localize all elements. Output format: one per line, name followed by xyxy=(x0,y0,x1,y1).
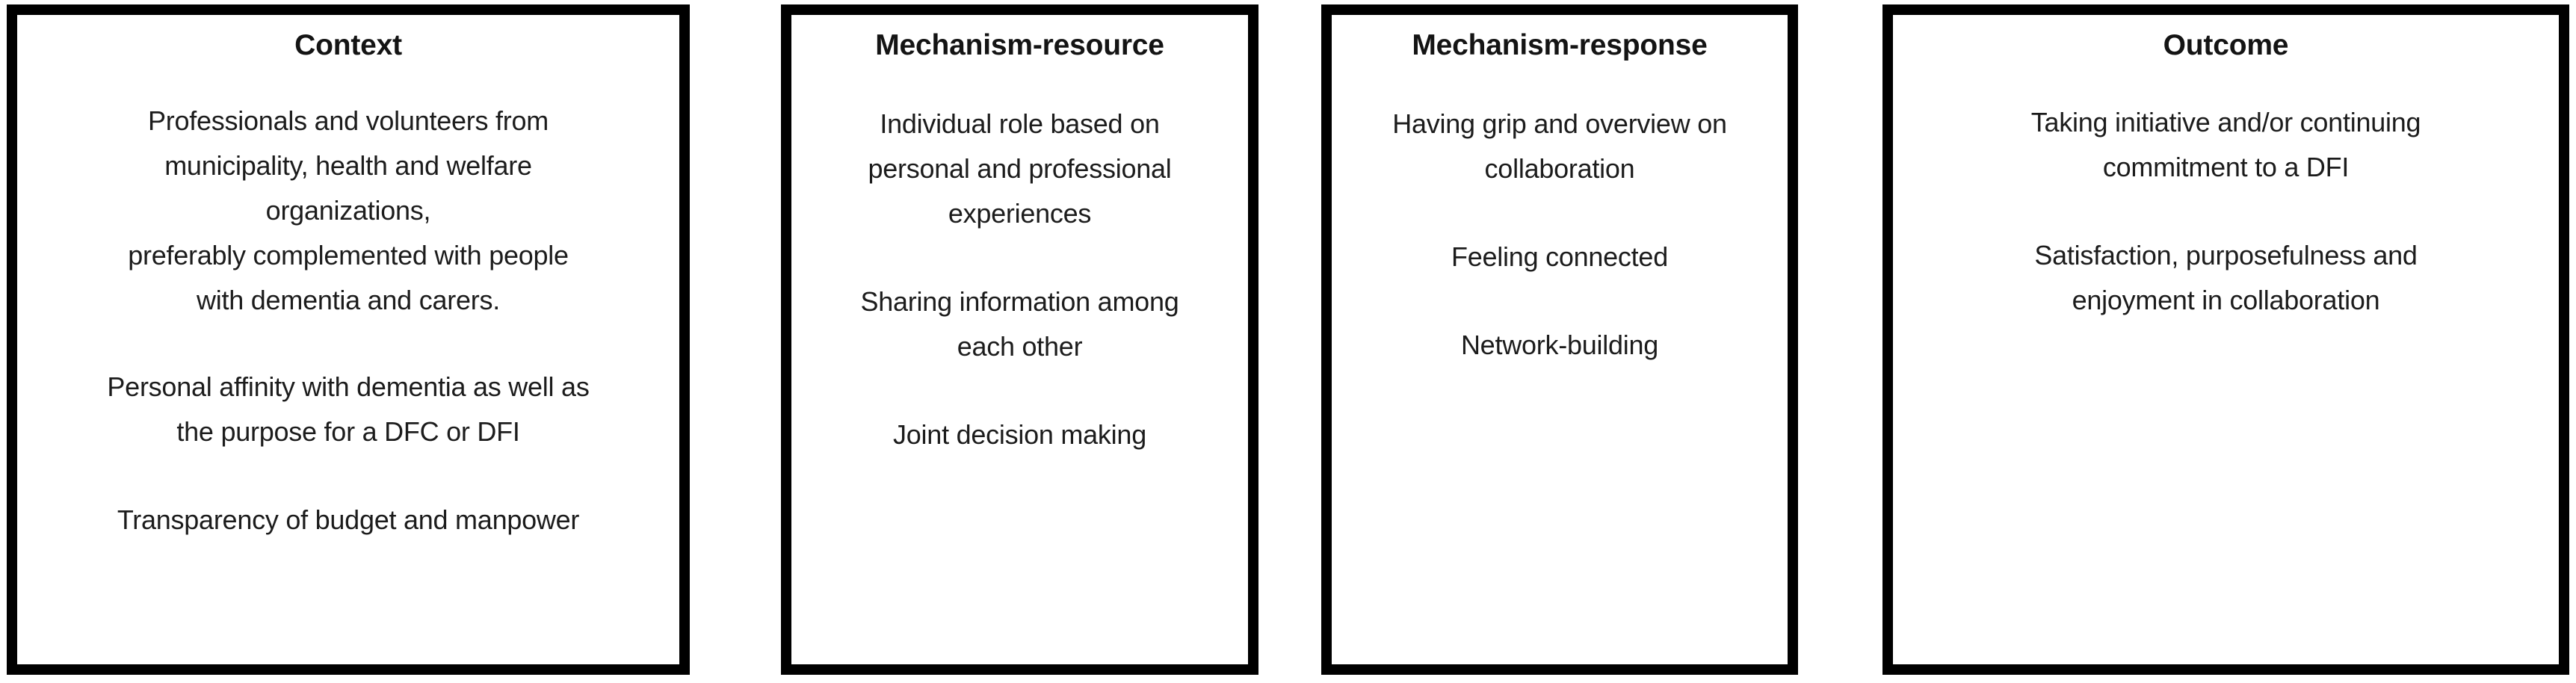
mechanism-resource-line-3-1: Joint decision making xyxy=(893,419,1146,451)
context-box-body: Professionals and volunteers from munici… xyxy=(37,99,660,543)
mechanism-resource-box-title: Mechanism-resource xyxy=(875,29,1164,61)
mechanism-response-line-1-2: collaboration xyxy=(1484,153,1635,185)
mechanism-response-line-2-1: Feeling connected xyxy=(1451,241,1668,273)
outcome-box-inner: Outcome Taking initiative and/or continu… xyxy=(1893,15,2559,664)
outcome-line-1-2: commitment to a DFI xyxy=(2102,152,2350,183)
mechanism-resource-line-2-2: each other xyxy=(957,331,1083,362)
mechanism-resource-box: Mechanism-resource Individual role based… xyxy=(781,4,1258,675)
mechanism-response-line-1-1: Having grip and overview on xyxy=(1392,108,1727,140)
mechanism-resource-line-1-3: experiences xyxy=(948,198,1092,229)
context-box: Context Professionals and volunteers fro… xyxy=(7,4,690,675)
context-line-1-5: with dementia and carers. xyxy=(197,285,500,316)
mechanism-resource-paragraph-2: Sharing information among each other xyxy=(832,279,1208,369)
mechanism-response-box: Mechanism-response Having grip and overv… xyxy=(1321,4,1798,675)
context-line-2-1: Personal affinity with dementia as well … xyxy=(107,371,590,403)
outcome-line-1-1: Taking initiative and/or continuing xyxy=(2030,107,2421,138)
outcome-box: Outcome Taking initiative and/or continu… xyxy=(1882,4,2569,675)
mechanism-response-paragraph-3: Network-building xyxy=(1368,323,1752,368)
mechanism-resource-line-1-2: personal and professional xyxy=(868,153,1172,185)
context-line-1-1: Professionals and volunteers from xyxy=(147,105,549,137)
context-paragraph-1: Professionals and volunteers from munici… xyxy=(72,99,624,323)
context-paragraph-3: Transparency of budget and manpower xyxy=(72,498,624,543)
outcome-paragraph-1: Taking initiative and/or continuing comm… xyxy=(1977,100,2475,190)
context-line-1-3: organizations, xyxy=(265,195,431,226)
mechanism-response-paragraph-1: Having grip and overview on collaboratio… xyxy=(1368,102,1752,191)
mechanism-response-box-title: Mechanism-response xyxy=(1412,29,1708,61)
mechanism-response-line-3-1: Network-building xyxy=(1460,330,1659,361)
mechanism-response-paragraph-2: Feeling connected xyxy=(1368,235,1752,279)
context-line-1-2: municipality, health and welfare xyxy=(164,150,532,182)
mechanism-resource-box-body: Individual role based on personal and pr… xyxy=(811,102,1229,457)
context-paragraph-2: Personal affinity with dementia as well … xyxy=(72,365,624,454)
mechanism-resource-box-inner: Mechanism-resource Individual role based… xyxy=(791,15,1248,664)
mechanism-response-box-body: Having grip and overview on collaboratio… xyxy=(1351,102,1768,368)
context-box-inner: Context Professionals and volunteers fro… xyxy=(17,15,679,664)
context-line-3-1: Transparency of budget and manpower xyxy=(117,504,580,536)
mechanism-response-box-inner: Mechanism-response Having grip and overv… xyxy=(1332,15,1788,664)
outcome-box-body: Taking initiative and/or continuing comm… xyxy=(1912,100,2539,323)
mechanism-resource-paragraph-1: Individual role based on personal and pr… xyxy=(832,102,1208,236)
outcome-box-title: Outcome xyxy=(2163,29,2289,61)
context-line-1-4: preferably complemented with people xyxy=(128,240,569,271)
outcome-line-2-2: enjoyment in collaboration xyxy=(2072,285,2380,316)
outcome-paragraph-2: Satisfaction, purposefulness and enjoyme… xyxy=(1977,233,2475,323)
context-box-title: Context xyxy=(294,29,402,61)
mechanism-resource-paragraph-3: Joint decision making xyxy=(832,412,1208,457)
context-line-2-2: the purpose for a DFC or DFI xyxy=(176,416,520,448)
mechanism-resource-line-2-1: Sharing information among xyxy=(860,286,1179,318)
mechanism-resource-line-1-1: Individual role based on xyxy=(880,108,1160,140)
outcome-line-2-1: Satisfaction, purposefulness and xyxy=(2034,240,2418,271)
